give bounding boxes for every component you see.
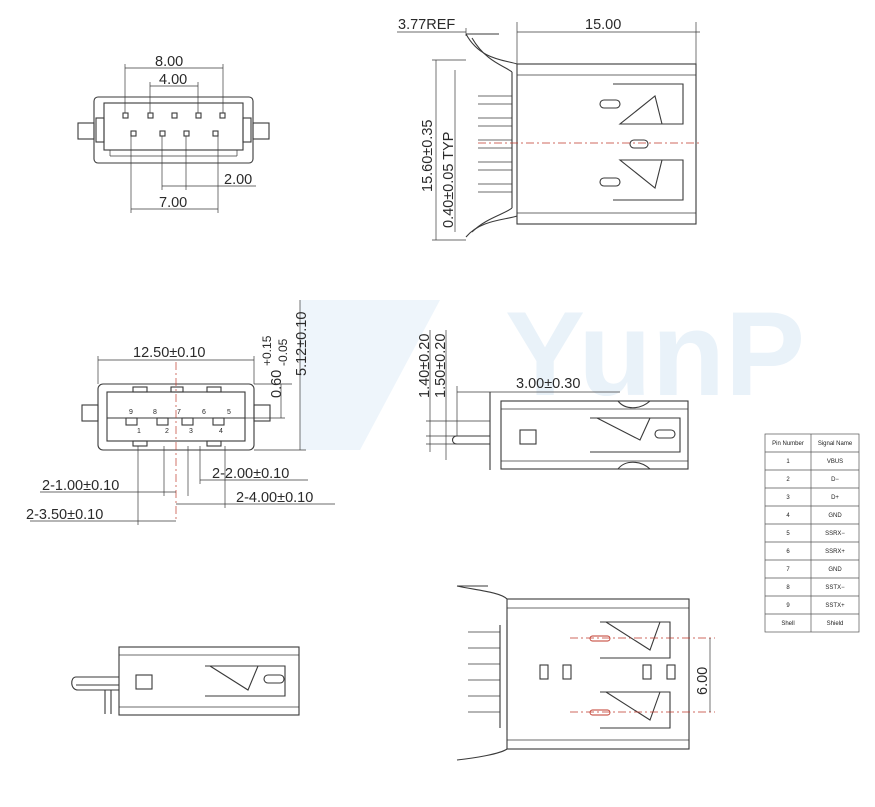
- bottom-view: 6.00: [456, 585, 715, 761]
- pin-number-cell: 4: [786, 513, 790, 519]
- top-view: 8.00 4.00 2.00 7.00: [77, 54, 270, 213]
- pin-label-9: 9: [129, 409, 133, 416]
- watermark-text: YunP: [505, 287, 805, 421]
- signal-name-cell: D+: [831, 495, 839, 501]
- mid-side-view: 1.40±0.20 1.50±0.20 3.00±0.30: [417, 330, 689, 470]
- dim-8-00: 8.00: [155, 54, 183, 70]
- dim-0-60: 0.60: [269, 370, 285, 398]
- dim-2-4-00: 2-4.00±0.10: [236, 490, 313, 506]
- pin-label-3: 3: [189, 428, 193, 435]
- side-view: 3.77REF 15.00 15.60±0.35 0.40±0.05 TYP: [397, 17, 700, 241]
- pin-number-cell: 2: [786, 477, 790, 483]
- bottom-left-view: [71, 646, 300, 716]
- pin-label-2: 2: [165, 428, 169, 435]
- dim-2-1-00: 2-1.00±0.10: [42, 478, 119, 494]
- dim-5-12: 5.12±0.10: [294, 312, 310, 376]
- signal-name-cell: SSRX+: [825, 549, 845, 555]
- dim-7-00: 7.00: [159, 195, 187, 211]
- dim-12-50: 12.50±0.10: [133, 345, 205, 361]
- pin-table-border: [764, 433, 860, 633]
- dim-plus-0-15: +0.15: [260, 335, 274, 366]
- pin-table-header: Signal Name: [818, 441, 853, 447]
- pin-number-cell: 6: [786, 549, 790, 555]
- pin-label-8: 8: [153, 409, 157, 416]
- pin-table-header: Pin Number: [772, 441, 804, 447]
- dim-1-40: 1.40±0.20: [417, 334, 433, 398]
- pin-number-cell: 1: [786, 459, 790, 465]
- pin-label-7: 7: [177, 409, 181, 416]
- dim-2-00: 2.00: [224, 172, 252, 188]
- dim-3-00: 3.00±0.30: [516, 376, 580, 392]
- dim-0-40: 0.40±0.05 TYP: [441, 132, 457, 228]
- pin-label-4: 4: [219, 428, 223, 435]
- dim-6-00: 6.00: [695, 667, 711, 695]
- pin-number-cell: 3: [786, 495, 790, 501]
- front-view: 9 8 7 6 5 1 2 3 4 12.50±0.10 0.60 +0.15 …: [26, 300, 335, 525]
- dim-3-77ref: 3.77REF: [398, 17, 455, 33]
- dim-1-50: 1.50±0.20: [433, 334, 449, 398]
- signal-name-cell: D−: [831, 477, 839, 483]
- pin-number-cell: 8: [786, 585, 790, 591]
- signal-name-cell: SSTX−: [825, 585, 845, 591]
- pin-label-1: 1: [137, 428, 141, 435]
- pin-number-cell: 7: [786, 567, 790, 573]
- pin-label-5: 5: [227, 409, 231, 416]
- watermark-logo: YunP: [300, 287, 805, 450]
- dim-2-2-00: 2-2.00±0.10: [212, 466, 289, 482]
- dim-15-60: 15.60±0.35: [420, 120, 436, 192]
- dim-2-3-50: 2-3.50±0.10: [26, 507, 103, 523]
- dim-4-00: 4.00: [159, 72, 187, 88]
- signal-name-cell: VBUS: [827, 459, 843, 465]
- pin-number-cell: 5: [786, 531, 790, 537]
- signal-name-cell: SSRX−: [825, 531, 845, 537]
- dim-15-00: 15.00: [585, 17, 621, 33]
- signal-name-cell: GND: [828, 567, 842, 573]
- signal-name-cell: SSTX+: [825, 603, 845, 609]
- dim-minus-0-05: -0.05: [276, 338, 290, 366]
- pin-label-6: 6: [202, 409, 206, 416]
- signal-name-cell: Shield: [827, 621, 844, 627]
- pin-number-cell: 9: [786, 603, 790, 609]
- pin-number-cell: Shell: [781, 621, 794, 627]
- signal-name-cell: GND: [828, 513, 842, 519]
